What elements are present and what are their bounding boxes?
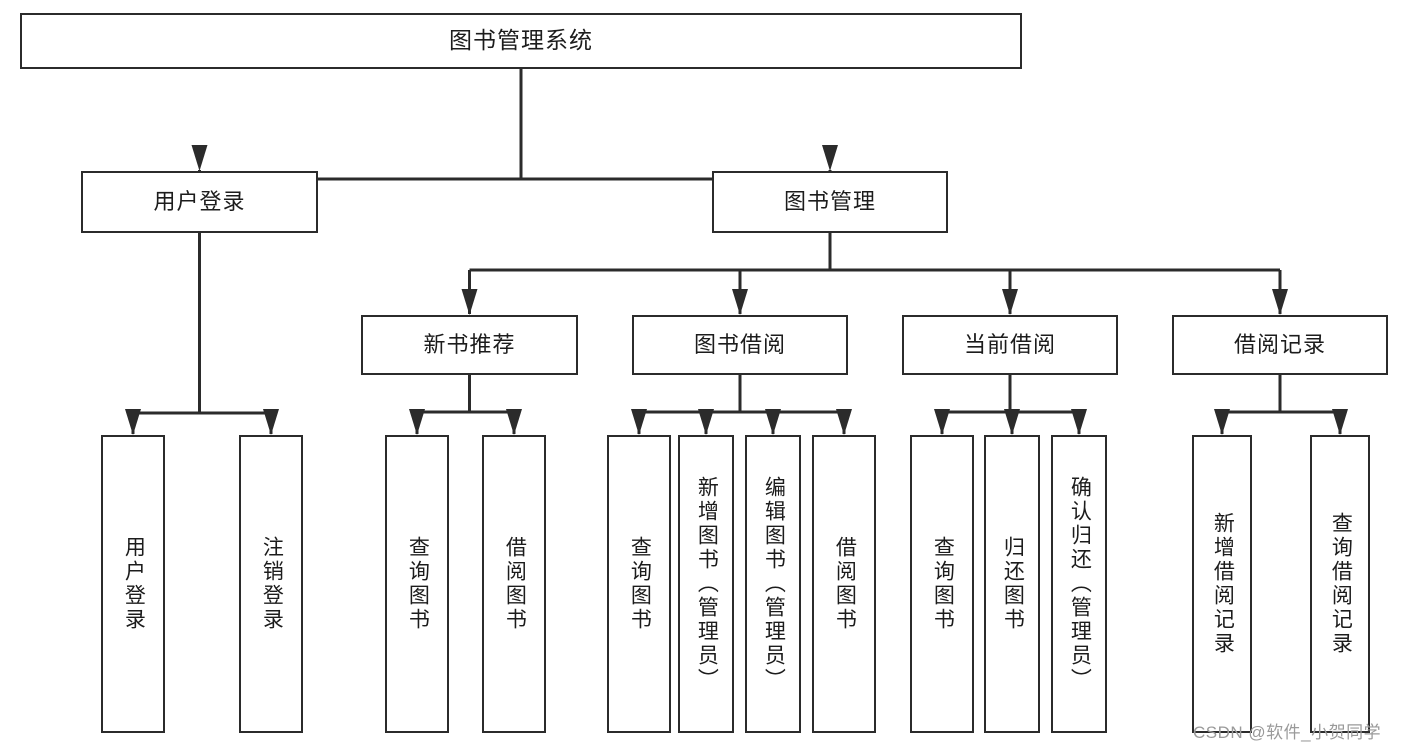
node-book-borrow-label: 图书借阅 xyxy=(693,331,786,357)
node-user-login-label: 用户登录 xyxy=(153,188,246,214)
leaf-return-book[interactable]: 归还图书 xyxy=(984,435,1040,733)
leaf-logout[interactable]: 注销登录 xyxy=(239,435,303,733)
node-root-label: 图书管理系统 xyxy=(449,27,593,54)
leaf-add-borrow-record[interactable]: 新增借阅记录 xyxy=(1192,435,1252,733)
leaf-logout-label: 注销登录 xyxy=(260,536,284,632)
node-current-borrow[interactable]: 当前借阅 xyxy=(902,315,1118,375)
leaf-query-book-2-label: 查询图书 xyxy=(628,536,652,632)
leaf-query-book-1-label: 查询图书 xyxy=(406,536,430,632)
leaf-add-book[interactable]: 新增图书（管理员） xyxy=(678,435,734,733)
leaf-query-book-3[interactable]: 查询图书 xyxy=(910,435,974,733)
watermark: CSDN @软件_小贺同学 xyxy=(1193,723,1382,742)
node-root[interactable]: 图书管理系统 xyxy=(20,13,1022,69)
node-book-manage-label: 图书管理 xyxy=(783,188,876,214)
node-new-book-recommend[interactable]: 新书推荐 xyxy=(361,315,578,375)
leaf-user-login[interactable]: 用户登录 xyxy=(101,435,165,733)
leaf-edit-book[interactable]: 编辑图书（管理员） xyxy=(745,435,801,733)
leaf-query-book-2[interactable]: 查询图书 xyxy=(607,435,671,733)
leaf-query-book-3-label: 查询图书 xyxy=(931,536,955,632)
node-user-login[interactable]: 用户登录 xyxy=(81,171,318,233)
leaf-return-book-label: 归还图书 xyxy=(1001,536,1025,632)
leaf-query-book-1[interactable]: 查询图书 xyxy=(385,435,449,733)
leaf-borrow-book-2[interactable]: 借阅图书 xyxy=(812,435,876,733)
leaf-borrow-book-1[interactable]: 借阅图书 xyxy=(482,435,546,733)
leaf-confirm-return-label: 确认归还（管理员） xyxy=(1068,476,1092,692)
leaf-query-borrow-record[interactable]: 查询借阅记录 xyxy=(1310,435,1370,733)
node-borrow-record[interactable]: 借阅记录 xyxy=(1172,315,1388,375)
node-borrow-record-label: 借阅记录 xyxy=(1233,331,1326,357)
node-new-book-recommend-label: 新书推荐 xyxy=(423,331,516,357)
leaf-edit-book-label: 编辑图书（管理员） xyxy=(762,476,786,692)
leaf-borrow-book-2-label: 借阅图书 xyxy=(833,536,857,632)
leaf-user-login-label: 用户登录 xyxy=(122,536,146,632)
leaf-borrow-book-1-label: 借阅图书 xyxy=(503,536,527,632)
leaf-add-book-label: 新增图书（管理员） xyxy=(695,476,719,692)
node-current-borrow-label: 当前借阅 xyxy=(963,331,1056,357)
node-book-manage[interactable]: 图书管理 xyxy=(712,171,948,233)
node-book-borrow[interactable]: 图书借阅 xyxy=(632,315,848,375)
leaf-query-borrow-record-label: 查询借阅记录 xyxy=(1329,512,1353,656)
leaf-confirm-return[interactable]: 确认归还（管理员） xyxy=(1051,435,1107,733)
leaf-add-borrow-record-label: 新增借阅记录 xyxy=(1211,512,1235,656)
